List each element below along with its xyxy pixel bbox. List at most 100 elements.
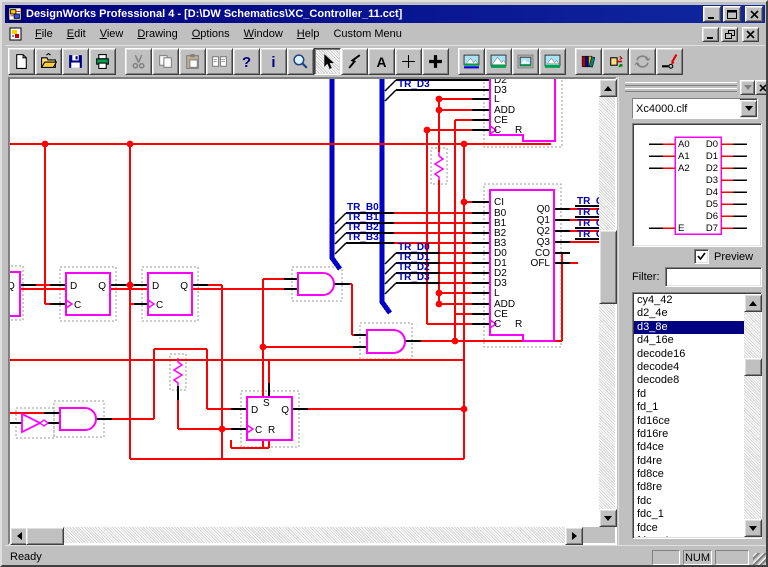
parts-list-item[interactable]: decode4 (637, 360, 680, 373)
library-selector-value: Xc4000.clf (633, 99, 740, 118)
parts-list-item[interactable]: fd4re (637, 454, 663, 467)
palette-close-button[interactable] (755, 80, 766, 95)
parts-list-item[interactable]: d2_4e (637, 307, 668, 320)
parts-list-item[interactable]: d3_8e (634, 320, 744, 335)
menu-window[interactable]: Window (243, 28, 283, 40)
reroute-button[interactable] (629, 48, 656, 75)
preview-checkbox[interactable] (694, 249, 709, 264)
library-selector-dropdown-button[interactable] (740, 100, 757, 117)
mdi-minimize-button[interactable] (702, 26, 719, 42)
enlarge-view-icon (490, 54, 507, 68)
minimize-button[interactable] (703, 6, 721, 22)
canvas-hscrollbar[interactable] (10, 527, 599, 545)
parts-list-item[interactable]: d4_16e (637, 334, 674, 347)
filter-input[interactable] (665, 267, 762, 287)
toolbar-separator (116, 48, 125, 75)
probe-button[interactable] (656, 48, 683, 75)
parts-list-item[interactable]: decode8 (637, 374, 680, 387)
junction-dot (451, 337, 459, 345)
show-all-button[interactable] (539, 48, 566, 75)
text-icon: A (377, 54, 387, 70)
cut-button[interactable] (125, 48, 152, 75)
magnify-button[interactable] (287, 48, 314, 75)
normal-size-button[interactable] (512, 48, 539, 75)
scroll-up-button[interactable] (599, 79, 617, 97)
reduce-view-icon (463, 54, 480, 69)
pin-label: D3 (494, 85, 507, 96)
pin-label: D2 (494, 268, 507, 279)
parts-list-item[interactable]: fdce (637, 521, 658, 534)
preview-toggle[interactable]: Preview (694, 249, 753, 264)
new-icon (16, 54, 27, 69)
parts-list-item[interactable]: fd8re (637, 481, 663, 494)
parts-list-item[interactable]: cy4_42 (637, 294, 673, 306)
menu-drawing[interactable]: Drawing (137, 28, 178, 40)
parts-list-item[interactable]: fd (637, 387, 647, 400)
duplicate-button[interactable] (206, 48, 233, 75)
maximize-button[interactable] (723, 6, 741, 22)
close-button[interactable] (745, 6, 763, 22)
document-icon[interactable] (8, 26, 24, 42)
pointer-button[interactable] (314, 48, 341, 75)
parts-list-item[interactable]: fdc (637, 494, 652, 507)
parts-scroll-thumb[interactable] (744, 358, 762, 376)
mdi-close-button[interactable] (742, 26, 759, 42)
vscroll-thumb[interactable] (599, 230, 617, 304)
svg-text:A1: A1 (678, 151, 690, 162)
scroll-right-button[interactable] (565, 527, 583, 545)
paste-button[interactable] (179, 48, 206, 75)
menu-file[interactable]: File (35, 28, 53, 40)
copy-button[interactable] (152, 48, 179, 75)
zap-icon (348, 54, 361, 69)
paste-icon (186, 54, 199, 69)
parts-list-scrollbar[interactable] (744, 294, 762, 537)
parts-scroll-down-button[interactable] (744, 519, 762, 537)
mdi-restore-button[interactable] (721, 26, 738, 42)
library-selector[interactable]: Xc4000.clf (632, 98, 758, 119)
draw-signal-button[interactable] (395, 48, 422, 75)
parts-list-item[interactable]: fd8ce (637, 468, 664, 481)
print-button[interactable] (89, 48, 116, 75)
parts-list-item[interactable]: fdc_1 (637, 508, 664, 521)
parts-list-item[interactable]: fd16re (637, 427, 669, 440)
draw-signal-icon (402, 55, 415, 68)
parts-list-item[interactable]: fdce_1 (634, 535, 744, 537)
save-button[interactable] (62, 48, 89, 75)
menu-options[interactable]: Options (191, 28, 230, 40)
new-button[interactable] (8, 48, 35, 75)
menu-custom-menu[interactable]: Custom Menu (333, 28, 402, 40)
open-button[interactable] (35, 48, 62, 75)
parts-scroll-up-button[interactable] (744, 294, 762, 312)
pin-label: OFL (531, 258, 551, 269)
canvas-vscrollbar[interactable] (599, 79, 617, 527)
help-button[interactable]: ? (233, 48, 260, 75)
parts-list-item[interactable]: decode16 (637, 347, 686, 360)
bus-tap (384, 79, 397, 92)
menu-edit[interactable]: Edit (66, 28, 86, 40)
bus-tap (384, 89, 397, 102)
pin-label: Q0 (537, 204, 551, 215)
palette-grip[interactable] (625, 82, 737, 92)
parts-list-item[interactable]: fd16ce (637, 414, 671, 427)
libraries-button[interactable] (575, 48, 602, 75)
app-icon (7, 7, 23, 21)
text-button[interactable]: A (368, 48, 395, 75)
info-button[interactable]: i (260, 48, 287, 75)
hscroll-thumb[interactable] (26, 527, 64, 545)
menu-help[interactable]: Help (296, 28, 320, 40)
enlarge-view-button[interactable] (485, 48, 512, 75)
open-icon (40, 53, 57, 68)
resize-grip[interactable] (753, 553, 766, 565)
draw-bus-button[interactable] (422, 48, 449, 75)
parts-list-item[interactable]: fd4ce (637, 441, 664, 454)
parts-list-item[interactable]: fd_1 (637, 401, 659, 414)
zap-button[interactable] (341, 48, 368, 75)
reduce-view-button[interactable] (458, 48, 485, 75)
device-pins-button[interactable] (602, 48, 629, 75)
menu-view[interactable]: View (99, 28, 124, 40)
scroll-down-button[interactable] (599, 509, 617, 527)
palette-collapse-button[interactable] (740, 80, 755, 95)
